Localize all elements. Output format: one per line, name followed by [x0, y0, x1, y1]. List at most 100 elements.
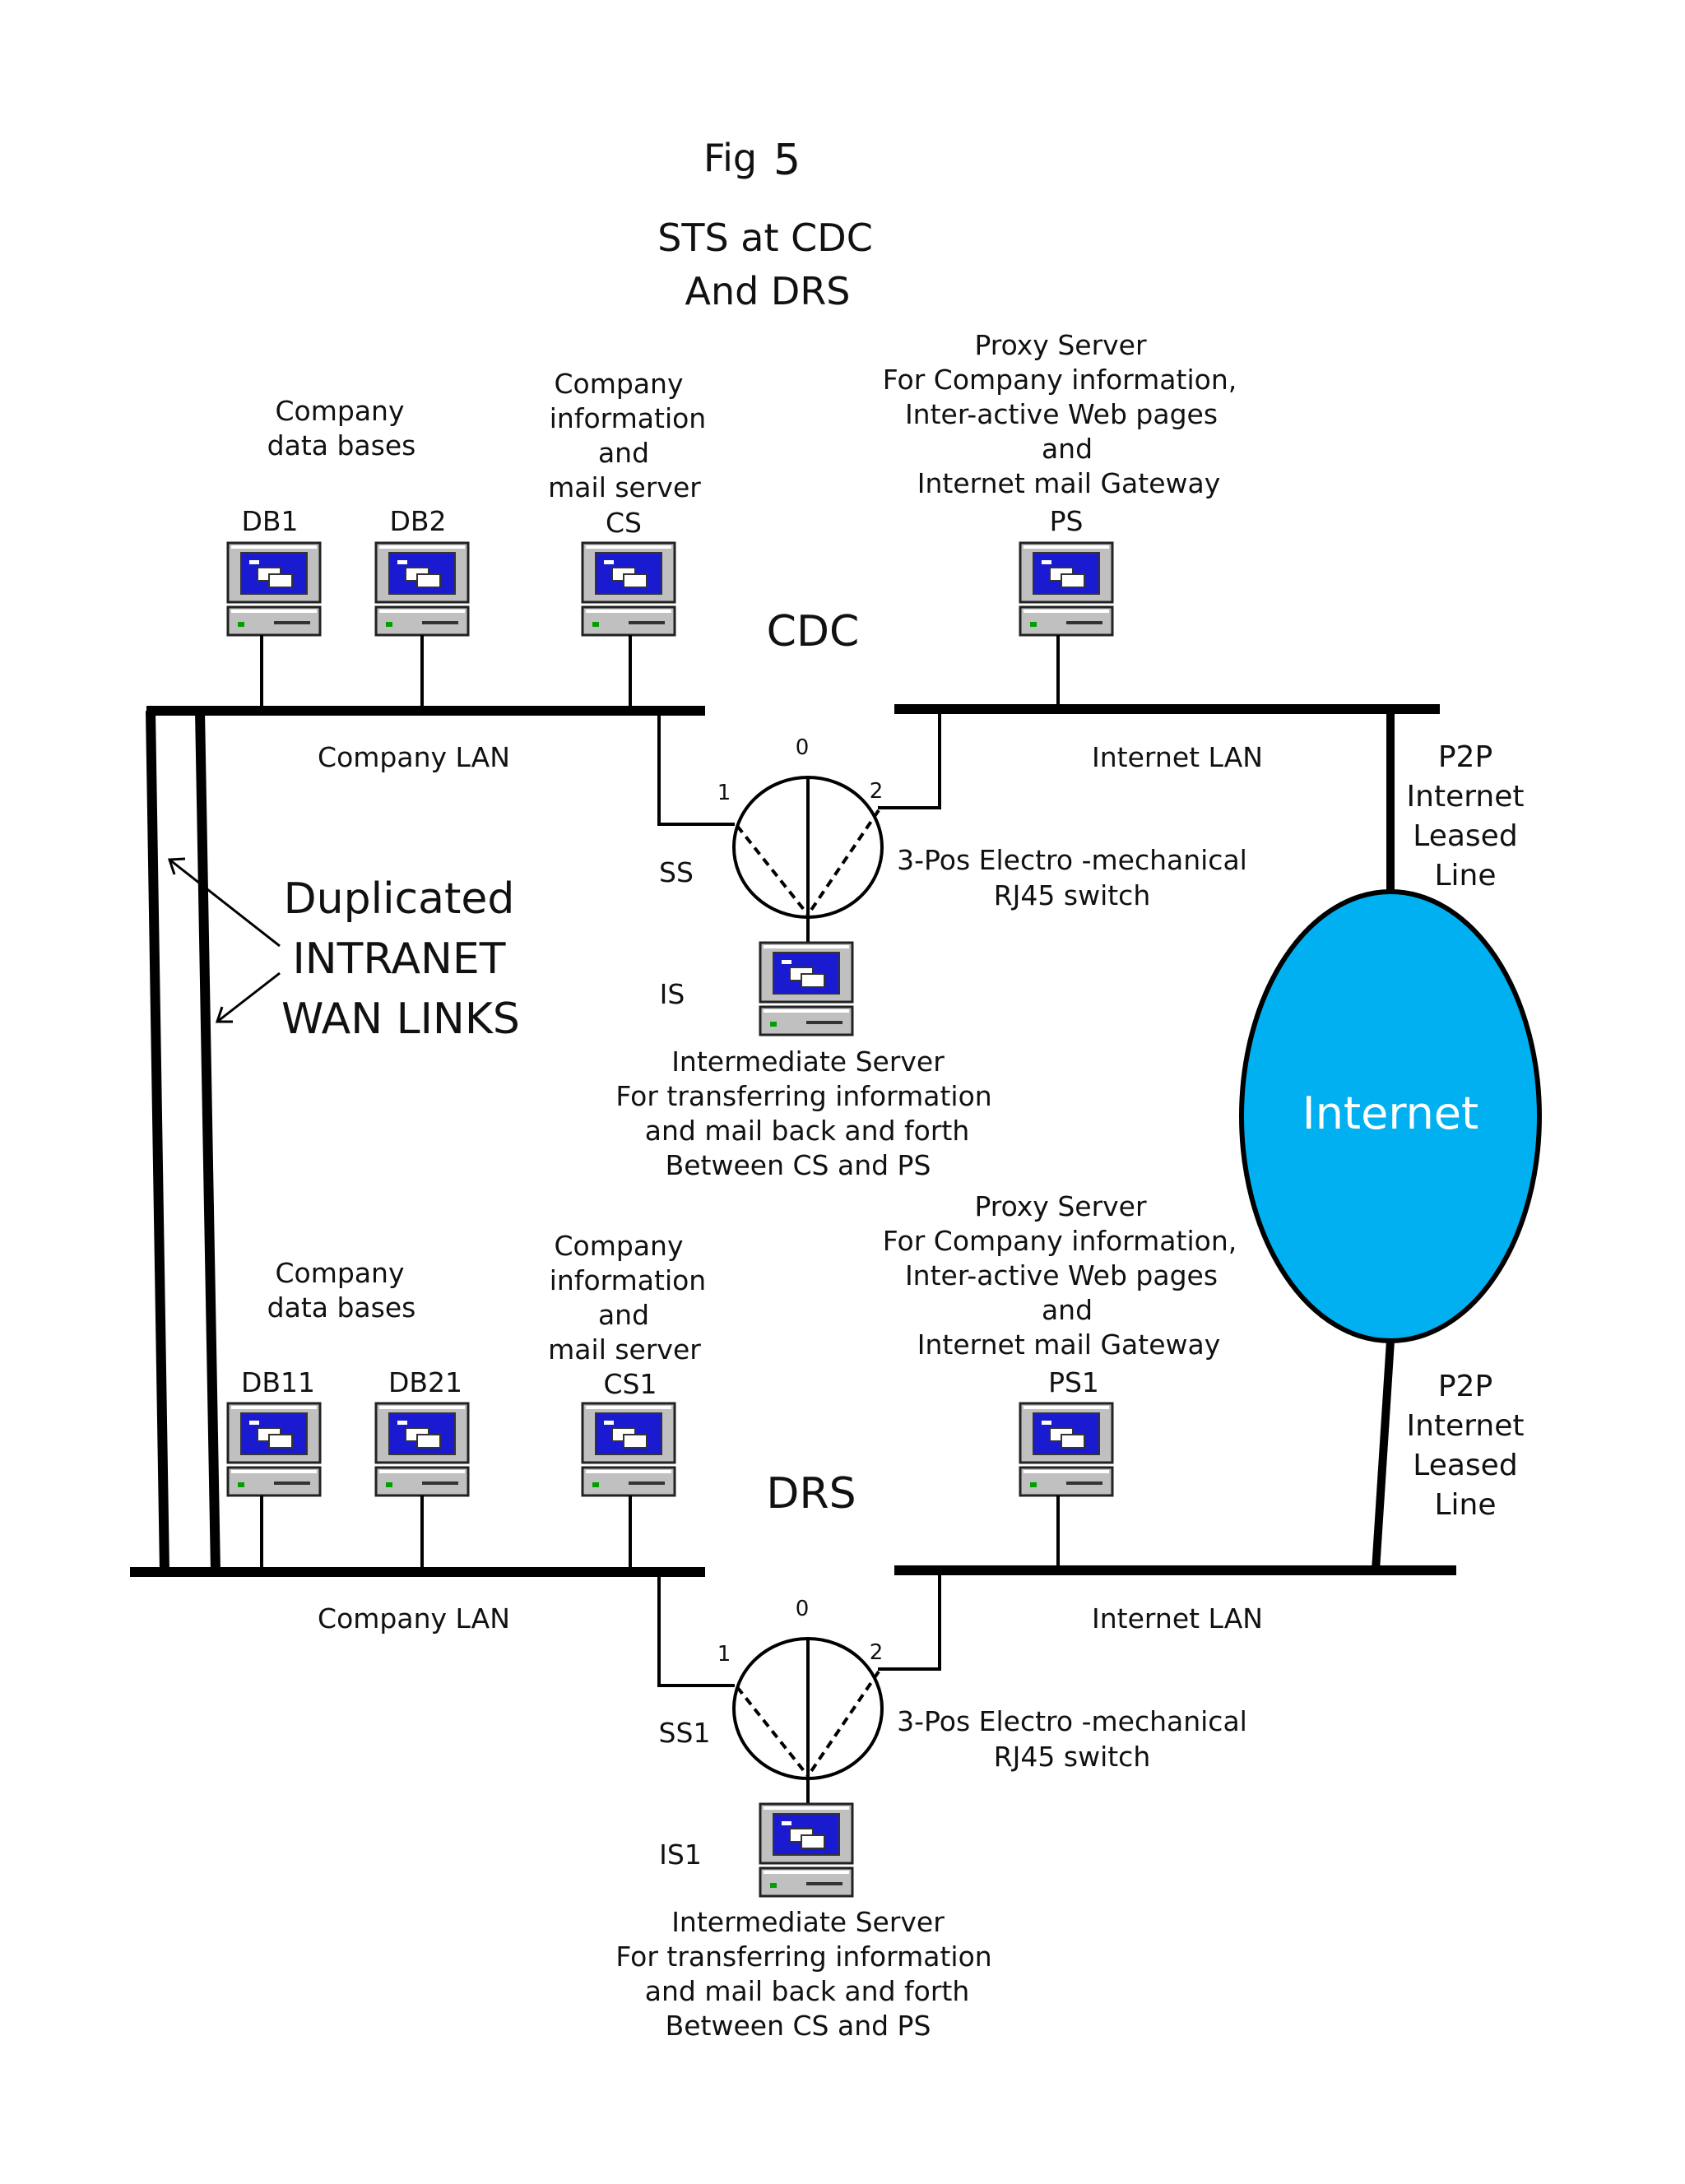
leased-line-label-line2: Internet: [1407, 780, 1525, 814]
cs-name: CS: [606, 507, 642, 539]
ps-name: PS: [1050, 505, 1084, 537]
db-b-name: DB2: [389, 505, 446, 537]
company-server-label-line4: mail server: [548, 471, 701, 503]
company-server-label-line2: information: [550, 402, 706, 434]
site-label: CDC: [767, 607, 860, 656]
arrow-head-icon: [167, 857, 186, 875]
cdc-site: Company data bases Company information a…: [146, 329, 1524, 1181]
switch-pos-2: 2: [870, 779, 884, 804]
switch-label-line2: RJ45 switch: [994, 1741, 1151, 1773]
switch-arm-2: [806, 809, 880, 916]
cs-computer-icon: [581, 1402, 676, 1497]
wan-pointer-arrow-2: [216, 971, 281, 1023]
arrow-head-icon: [215, 1006, 233, 1023]
switch-port1-line: [657, 1572, 735, 1687]
leased-line-label-line3: Leased: [1413, 1449, 1517, 1482]
proxy-label-line5: Internet mail Gateway: [917, 467, 1221, 499]
is-name: IS: [660, 978, 685, 1010]
switch-arm-1: [736, 1686, 810, 1778]
switch-port1-line: [657, 711, 735, 826]
internet-cloud: Internet: [1239, 889, 1542, 1343]
is-label-line3: and mail back and forth: [645, 1115, 970, 1147]
company-db-label-line1: Company: [276, 1257, 405, 1289]
cs-computer-icon: [581, 541, 676, 637]
is-label-line4: Between CS and PS: [666, 2010, 931, 2042]
figure-title-line2: And DRS: [685, 269, 850, 313]
leased-line-label-line1: P2P: [1438, 1370, 1492, 1403]
is-label-line1: Intermediate Server: [671, 1906, 945, 1938]
wan-link-2: [195, 710, 220, 1573]
wan-label-line3: WAN LINKS: [281, 995, 520, 1044]
is-computer-icon: [759, 1802, 854, 1898]
is-name: IS1: [659, 1839, 702, 1871]
switch-port2-line: [878, 709, 941, 809]
db-a-computer-icon: [226, 541, 322, 637]
is-label-line3: and mail back and forth: [645, 1975, 970, 2007]
db-a-name: DB1: [241, 505, 298, 537]
db-a-name: DB11: [241, 1366, 315, 1398]
figure-title-line1: STS at CDC: [657, 216, 873, 260]
switch-pos-1: 1: [717, 1642, 731, 1667]
internet-label: Internet: [1302, 1087, 1478, 1139]
db-b-computer-icon: [374, 1402, 470, 1497]
company-server-label-line1: Company: [555, 368, 684, 400]
company-server-label-line2: information: [550, 1264, 706, 1296]
ps-computer-icon: [1019, 1402, 1114, 1497]
internet-lan-label: Internet LAN: [1092, 1602, 1263, 1635]
fig-number: 5: [773, 136, 801, 185]
switch-pos-0: 0: [796, 1597, 810, 1621]
site-label: DRS: [766, 1469, 856, 1519]
company-db-label-line2: data bases: [267, 429, 416, 461]
proxy-label-line2: For Company information,: [883, 1225, 1237, 1257]
switch-arm-1: [736, 824, 810, 916]
wan-links: Duplicated INTRANET WAN LINKS: [146, 710, 520, 1573]
is-label-line2: For transferring information: [615, 1080, 991, 1112]
is-computer-icon: [759, 941, 854, 1036]
ps-name: PS1: [1048, 1366, 1099, 1398]
is-label-line2: For transferring information: [615, 1941, 991, 1973]
switch-arm-2: [806, 1670, 880, 1778]
wan-label-line2: INTRANET: [292, 934, 505, 984]
switch-pos-1: 1: [717, 781, 731, 805]
company-db-label-line1: Company: [276, 395, 405, 427]
is-label-line4: Between CS and PS: [666, 1149, 931, 1181]
company-lan-label: Company LAN: [318, 1602, 510, 1635]
wan-link-1: [146, 710, 169, 1573]
fig-label: Fig: [703, 136, 757, 180]
proxy-label-line1: Proxy Server: [974, 1190, 1147, 1222]
proxy-label-line1: Proxy Server: [974, 329, 1147, 361]
proxy-label-line5: Internet mail Gateway: [917, 1328, 1221, 1361]
leased-line-label-line4: Line: [1434, 1488, 1496, 1522]
leased-line: [1372, 1340, 1395, 1571]
switch-label-line2: RJ45 switch: [994, 879, 1151, 911]
switch-pos-2: 2: [870, 1640, 884, 1665]
db-b-name: DB21: [388, 1366, 462, 1398]
company-server-label-line4: mail server: [548, 1333, 701, 1366]
drs-site: Company data bases Company information a…: [130, 1190, 1524, 2042]
db-a-computer-icon: [226, 1402, 322, 1497]
company-server-label-line3: and: [598, 1299, 649, 1331]
leased-line-label-line1: P2P: [1438, 740, 1492, 774]
leased-line-label-line4: Line: [1434, 859, 1496, 893]
proxy-label-line3: Inter-active Web pages: [905, 1259, 1218, 1291]
internet-ellipse: [1239, 889, 1542, 1343]
company-lan-label: Company LAN: [318, 741, 510, 773]
is-label-line1: Intermediate Server: [671, 1046, 945, 1078]
switch-port2-line: [878, 1570, 941, 1671]
company-server-label-line1: Company: [555, 1230, 684, 1262]
switch-label-line1: 3-Pos Electro -mechanical: [897, 844, 1247, 876]
proxy-label-line2: For Company information,: [883, 364, 1237, 396]
ps-computer-icon: [1019, 541, 1114, 637]
wan-pointer-arrow-1: [169, 858, 281, 948]
wan-label-line1: Duplicated: [284, 874, 515, 924]
switch-pos-0: 0: [796, 735, 810, 760]
switch-name: SS1: [659, 1717, 711, 1749]
company-db-label-line2: data bases: [267, 1291, 416, 1324]
proxy-label-line3: Inter-active Web pages: [905, 398, 1218, 430]
internet-lan-label: Internet LAN: [1092, 741, 1263, 773]
cs-name: CS1: [604, 1368, 657, 1400]
leased-line-label-line2: Internet: [1407, 1409, 1525, 1443]
proxy-label-line4: and: [1042, 433, 1093, 465]
